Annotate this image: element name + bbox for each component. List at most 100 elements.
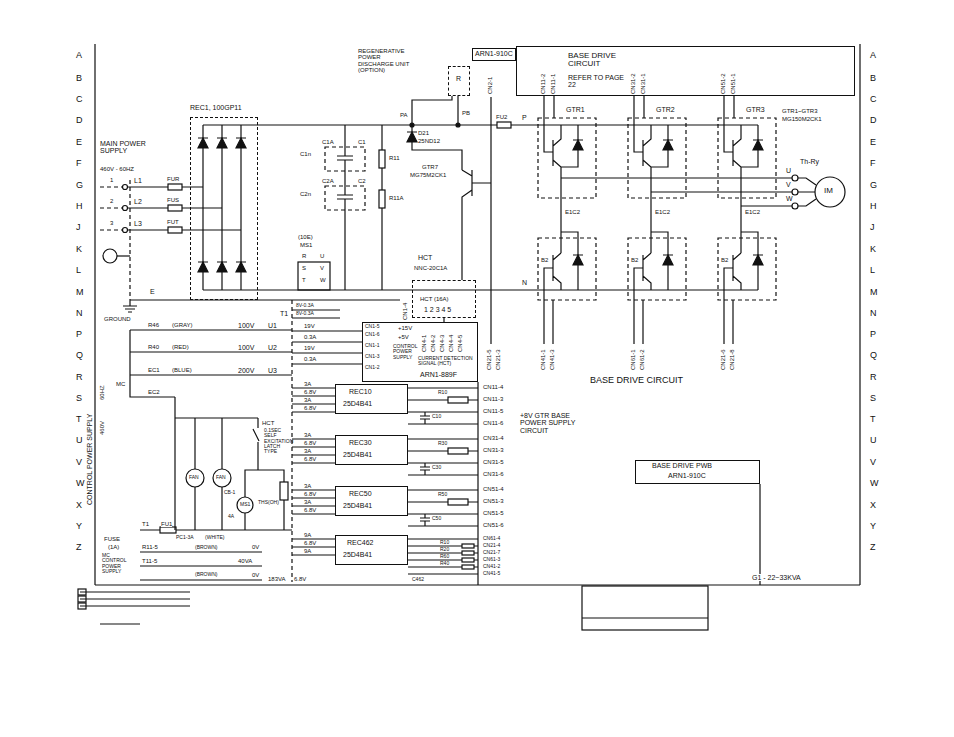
part-label: CN11-2 <box>540 74 546 94</box>
part-label: CN41-3 <box>549 349 555 370</box>
board-box: ARN1-910C <box>472 48 516 61</box>
part-label: 100V <box>238 322 254 329</box>
grid-reference: M <box>870 288 878 297</box>
wire-path <box>129 180 130 300</box>
part-label: CN31-3 <box>483 447 504 453</box>
grid-reference: C <box>870 95 877 104</box>
part-label: 460V <box>99 421 105 435</box>
rectifier-box: REC46225D4B41 <box>335 535 408 565</box>
component-outline <box>462 558 474 562</box>
part-label: FUSE <box>104 536 120 542</box>
part-label: Th-Ry <box>800 158 819 165</box>
wire-path <box>337 125 353 290</box>
part-label: MC CONTROL POWER SUPPLY <box>102 553 134 574</box>
wire-path <box>123 300 400 312</box>
part-label: CN11-5 <box>483 408 503 414</box>
wire-path <box>408 539 478 574</box>
wire-path <box>140 529 292 530</box>
part-label: 8V-0.3A <box>296 311 314 316</box>
grid-reference: N <box>870 309 877 318</box>
part-label: (BROWN) <box>195 572 218 577</box>
grid-reference: A <box>76 51 82 60</box>
component-outline <box>448 448 468 454</box>
part-label: 0V <box>252 544 259 550</box>
part-label: CN51-4 <box>483 486 504 492</box>
node-text: 25D4B41 <box>343 502 372 509</box>
part-label: CN4-5 <box>457 335 463 352</box>
wire-path <box>753 140 763 265</box>
grid-reference: Q <box>76 351 83 360</box>
part-label: CN1-4 <box>402 303 408 320</box>
circuit-box: BASE DRIVE CIRCUITREFER TO PAGE 22 <box>516 46 855 96</box>
component-outline <box>462 544 474 548</box>
terminal-circle <box>456 123 460 127</box>
part-label: CN21-5 <box>486 349 492 370</box>
part-label: P <box>522 114 527 121</box>
part-label: CN51-2 <box>720 73 726 94</box>
part-label: CN51-6 <box>483 522 504 528</box>
part-label: MC <box>116 381 125 387</box>
part-label: CN61-3 <box>483 557 500 562</box>
grid-reference: S <box>870 394 876 403</box>
rectifier-box: REC5025D4B41 <box>335 486 408 516</box>
part-label: C2A <box>322 178 334 184</box>
brake-transistor <box>298 96 491 344</box>
part-label: 6.8V <box>304 405 316 411</box>
wire-path <box>573 140 583 265</box>
part-label: MAIN POWER SUPPLY <box>100 140 152 155</box>
grid-reference: B <box>870 74 876 83</box>
grid-reference: N <box>76 309 83 318</box>
rectifier-box: REC1025D4B41 <box>335 384 408 414</box>
component-outline <box>168 227 182 233</box>
part-label: PB <box>462 110 470 116</box>
rectifier-and-bus <box>198 122 758 290</box>
part-label: N <box>522 279 527 286</box>
component-outline <box>379 150 385 168</box>
wire-path <box>408 388 478 424</box>
gtr-module <box>718 96 776 344</box>
part-label: CN41-1 <box>540 349 546 370</box>
node-text: ARN1-889F <box>420 371 457 378</box>
grid-reference: S <box>76 394 82 403</box>
part-label: 3A <box>304 432 311 438</box>
rectifier-box: REC1, 100GP11 <box>190 117 258 300</box>
part-label: 200V <box>238 367 254 374</box>
part-label: GTR7 <box>422 164 438 170</box>
part-label: CN51-1 <box>730 73 736 94</box>
part-label: CN31-5 <box>483 459 504 465</box>
wire-path <box>80 592 190 624</box>
node-text: BASE DRIVE CIRCUIT <box>568 52 630 69</box>
node-text: ARN1-910C <box>668 472 706 479</box>
component-outline <box>448 499 468 505</box>
part-label: B2 <box>631 257 638 263</box>
part-label: 183VA <box>268 576 286 582</box>
part-label: EC1 <box>148 367 160 373</box>
terminal-circle <box>186 469 204 487</box>
part-label: S <box>302 265 306 271</box>
grid-reference: G <box>76 181 83 190</box>
grid-reference: W <box>76 479 85 488</box>
part-label: R10 <box>440 540 449 545</box>
grid-reference: V <box>870 458 876 467</box>
part-label: (1A) <box>108 544 119 550</box>
part-label: CN1-5 <box>365 324 379 329</box>
component-outline <box>462 565 474 569</box>
node-text: REC462 <box>347 539 373 546</box>
part-label: MG75M2CK1 <box>410 172 446 178</box>
wire-path <box>553 125 583 290</box>
part-label: C2 <box>358 178 366 184</box>
grid-reference: X <box>76 501 82 510</box>
part-label: CN4-3 <box>439 335 445 352</box>
node-text: HCT (16A) <box>420 296 449 302</box>
component-outline <box>78 603 86 609</box>
part-label: 2 <box>110 198 113 204</box>
component-outline <box>448 397 468 403</box>
part-label: 6.8V <box>304 540 316 546</box>
frame <box>95 44 860 585</box>
grid-reference: E <box>76 138 82 147</box>
grid-reference: J <box>76 223 81 232</box>
terminal-circle <box>237 497 253 513</box>
grid-reference: R <box>870 373 877 382</box>
grid-reference: L <box>76 266 81 275</box>
